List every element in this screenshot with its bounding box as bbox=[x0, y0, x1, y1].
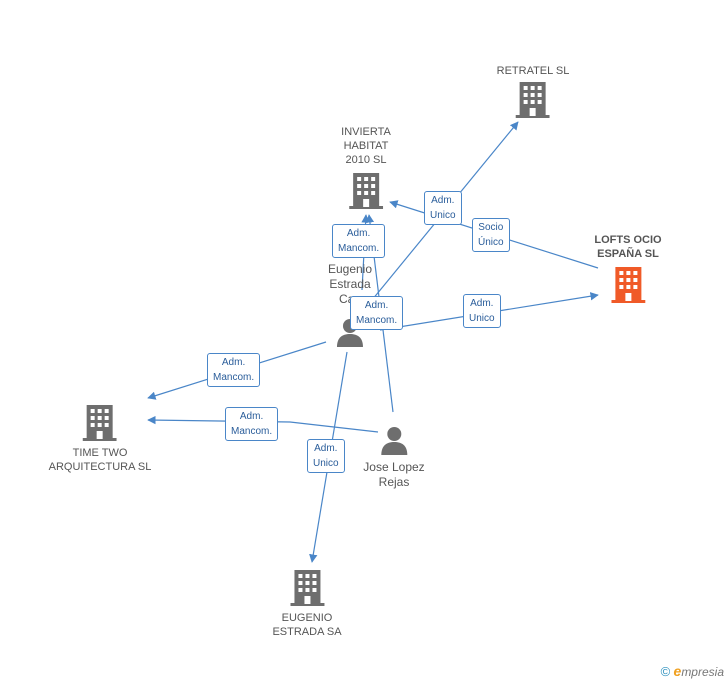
edge-label-line: Mancom. bbox=[213, 372, 255, 383]
edge-label-eugenio-retratel[interactable]: Adm. Unico bbox=[424, 191, 462, 225]
edge-label-lofts-invierta[interactable]: Socio Único bbox=[472, 218, 510, 252]
brand-logo-initial: e bbox=[673, 663, 682, 679]
node-time-two[interactable]: TIME TWO ARQUITECTURA SL bbox=[48, 405, 152, 474]
edge-label-eugenio-lofts[interactable]: Adm. Unico bbox=[463, 294, 501, 328]
building-icon bbox=[516, 82, 550, 118]
node-eugenio-person-label-2: Estrada bbox=[329, 277, 371, 291]
edge-label-eugenio-timetwo[interactable]: Adm. Mancom. bbox=[207, 353, 261, 387]
copyright-symbol: © bbox=[660, 664, 671, 679]
node-eugenio-sa-label-2: ESTRADA SA bbox=[272, 626, 342, 638]
brand-footer: © empresia bbox=[661, 663, 724, 679]
person-icon bbox=[380, 427, 407, 455]
node-eugenio-person-label-1: Eugenio bbox=[327, 262, 373, 276]
building-icon bbox=[289, 570, 324, 606]
node-invierta-label-2: HABITAT bbox=[343, 140, 389, 152]
building-icon-focus bbox=[610, 267, 645, 303]
node-time-two-label-1: TIME TWO bbox=[72, 447, 128, 459]
edge-label-line: Adm. bbox=[364, 300, 389, 311]
edge-line-jose-timetwo bbox=[147, 415, 379, 433]
node-time-two-label-2: ARQUITECTURA SL bbox=[48, 461, 152, 473]
building-icon bbox=[349, 173, 383, 209]
node-jose-label-1: Jose Lopez bbox=[363, 460, 425, 474]
edge-label-jose-timetwo[interactable]: Adm. Mancom. bbox=[225, 407, 279, 441]
edge-label-line: Socio bbox=[478, 222, 504, 233]
edge-label-line: Mancom. bbox=[338, 243, 380, 254]
edge-label-line: Único bbox=[478, 237, 504, 248]
edge-label-jose-invierta[interactable]: Adm. Mancom. bbox=[350, 296, 404, 330]
node-invierta[interactable]: INVIERTA HABITAT 2010 SL bbox=[341, 125, 391, 214]
node-eugenio-sa[interactable]: EUGENIO ESTRADA SA bbox=[272, 570, 342, 639]
edge-label-line: Adm. bbox=[470, 298, 494, 309]
edge-label-eugenio-invierta[interactable]: Adm. Mancom. bbox=[332, 224, 386, 258]
node-lofts-label-1: LOFTS OCIO bbox=[594, 234, 662, 246]
edge-label-line: Adm. bbox=[346, 228, 371, 239]
node-retratel-label: RETRATEL SL bbox=[496, 65, 570, 77]
node-eugenio-sa-label-1: EUGENIO bbox=[281, 612, 333, 624]
edge-label-line: Adm. bbox=[431, 195, 455, 206]
edge-label-line: Mancom. bbox=[231, 426, 273, 437]
edge-label-line: Unico bbox=[430, 210, 456, 221]
edge-label-line: Adm. bbox=[314, 443, 338, 454]
building-icon bbox=[83, 405, 117, 441]
edge-label-line: Adm. bbox=[239, 411, 264, 422]
node-jose-label-2: Rejas bbox=[378, 475, 410, 489]
edge-label-line: Adm. bbox=[221, 357, 246, 368]
edge-label-line: Unico bbox=[469, 313, 495, 324]
node-invierta-label-1: INVIERTA bbox=[341, 126, 391, 138]
edge-label-line: Unico bbox=[313, 458, 339, 469]
brand-logo-text: mpresia bbox=[681, 665, 724, 679]
node-lofts[interactable]: LOFTS OCIO ESPAÑA SL bbox=[594, 233, 662, 308]
node-jose[interactable]: Jose Lopez Rejas bbox=[363, 425, 425, 490]
edge-label-eugenio-eugeniosa[interactable]: Adm. Unico bbox=[307, 439, 345, 473]
node-lofts-label-2: ESPAÑA SL bbox=[597, 248, 659, 260]
node-retratel[interactable]: RETRATEL SL bbox=[496, 64, 570, 123]
node-invierta-label-3: 2010 SL bbox=[345, 154, 387, 166]
edge-label-line: Mancom. bbox=[356, 315, 398, 326]
